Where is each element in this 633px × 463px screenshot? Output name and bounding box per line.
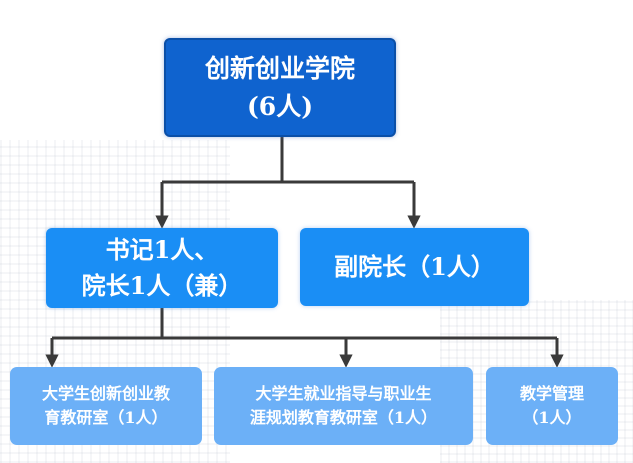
node-vice-dean-label: 副院长（1人）	[334, 252, 495, 281]
node-leaf3-line1: 教学管理	[519, 384, 584, 403]
node-secretary-dean: 书记1人、 院长1人（兼）	[46, 228, 278, 308]
node-leaf2-line2: 涯规划教育教研室（1人）	[249, 408, 438, 427]
node-career-guidance-office: 大学生就业指导与职业生 涯规划教育教研室（1人）	[214, 367, 473, 445]
node-leaf1-line1: 大学生创新创业教	[41, 384, 170, 403]
node-secretary-line1: 书记1人、	[105, 235, 219, 264]
node-secretary-line2: 院长1人（兼）	[81, 271, 243, 300]
node-root-title: 创新创业学院	[204, 53, 355, 83]
node-vice-dean: 副院长（1人）	[300, 228, 529, 306]
node-teaching-management: 教学管理 （1人）	[486, 367, 618, 445]
node-leaf2-line1: 大学生就业指导与职业生	[255, 384, 432, 403]
node-innovation-teaching-office: 大学生创新创业教 育教研室（1人）	[10, 367, 202, 445]
node-innovation-college: 创新创业学院 (6人)	[164, 38, 396, 137]
node-root-count: (6人)	[246, 91, 314, 121]
node-leaf1-line2: 育教研室（1人）	[44, 408, 168, 427]
node-leaf3-line2: （1人）	[522, 408, 582, 427]
